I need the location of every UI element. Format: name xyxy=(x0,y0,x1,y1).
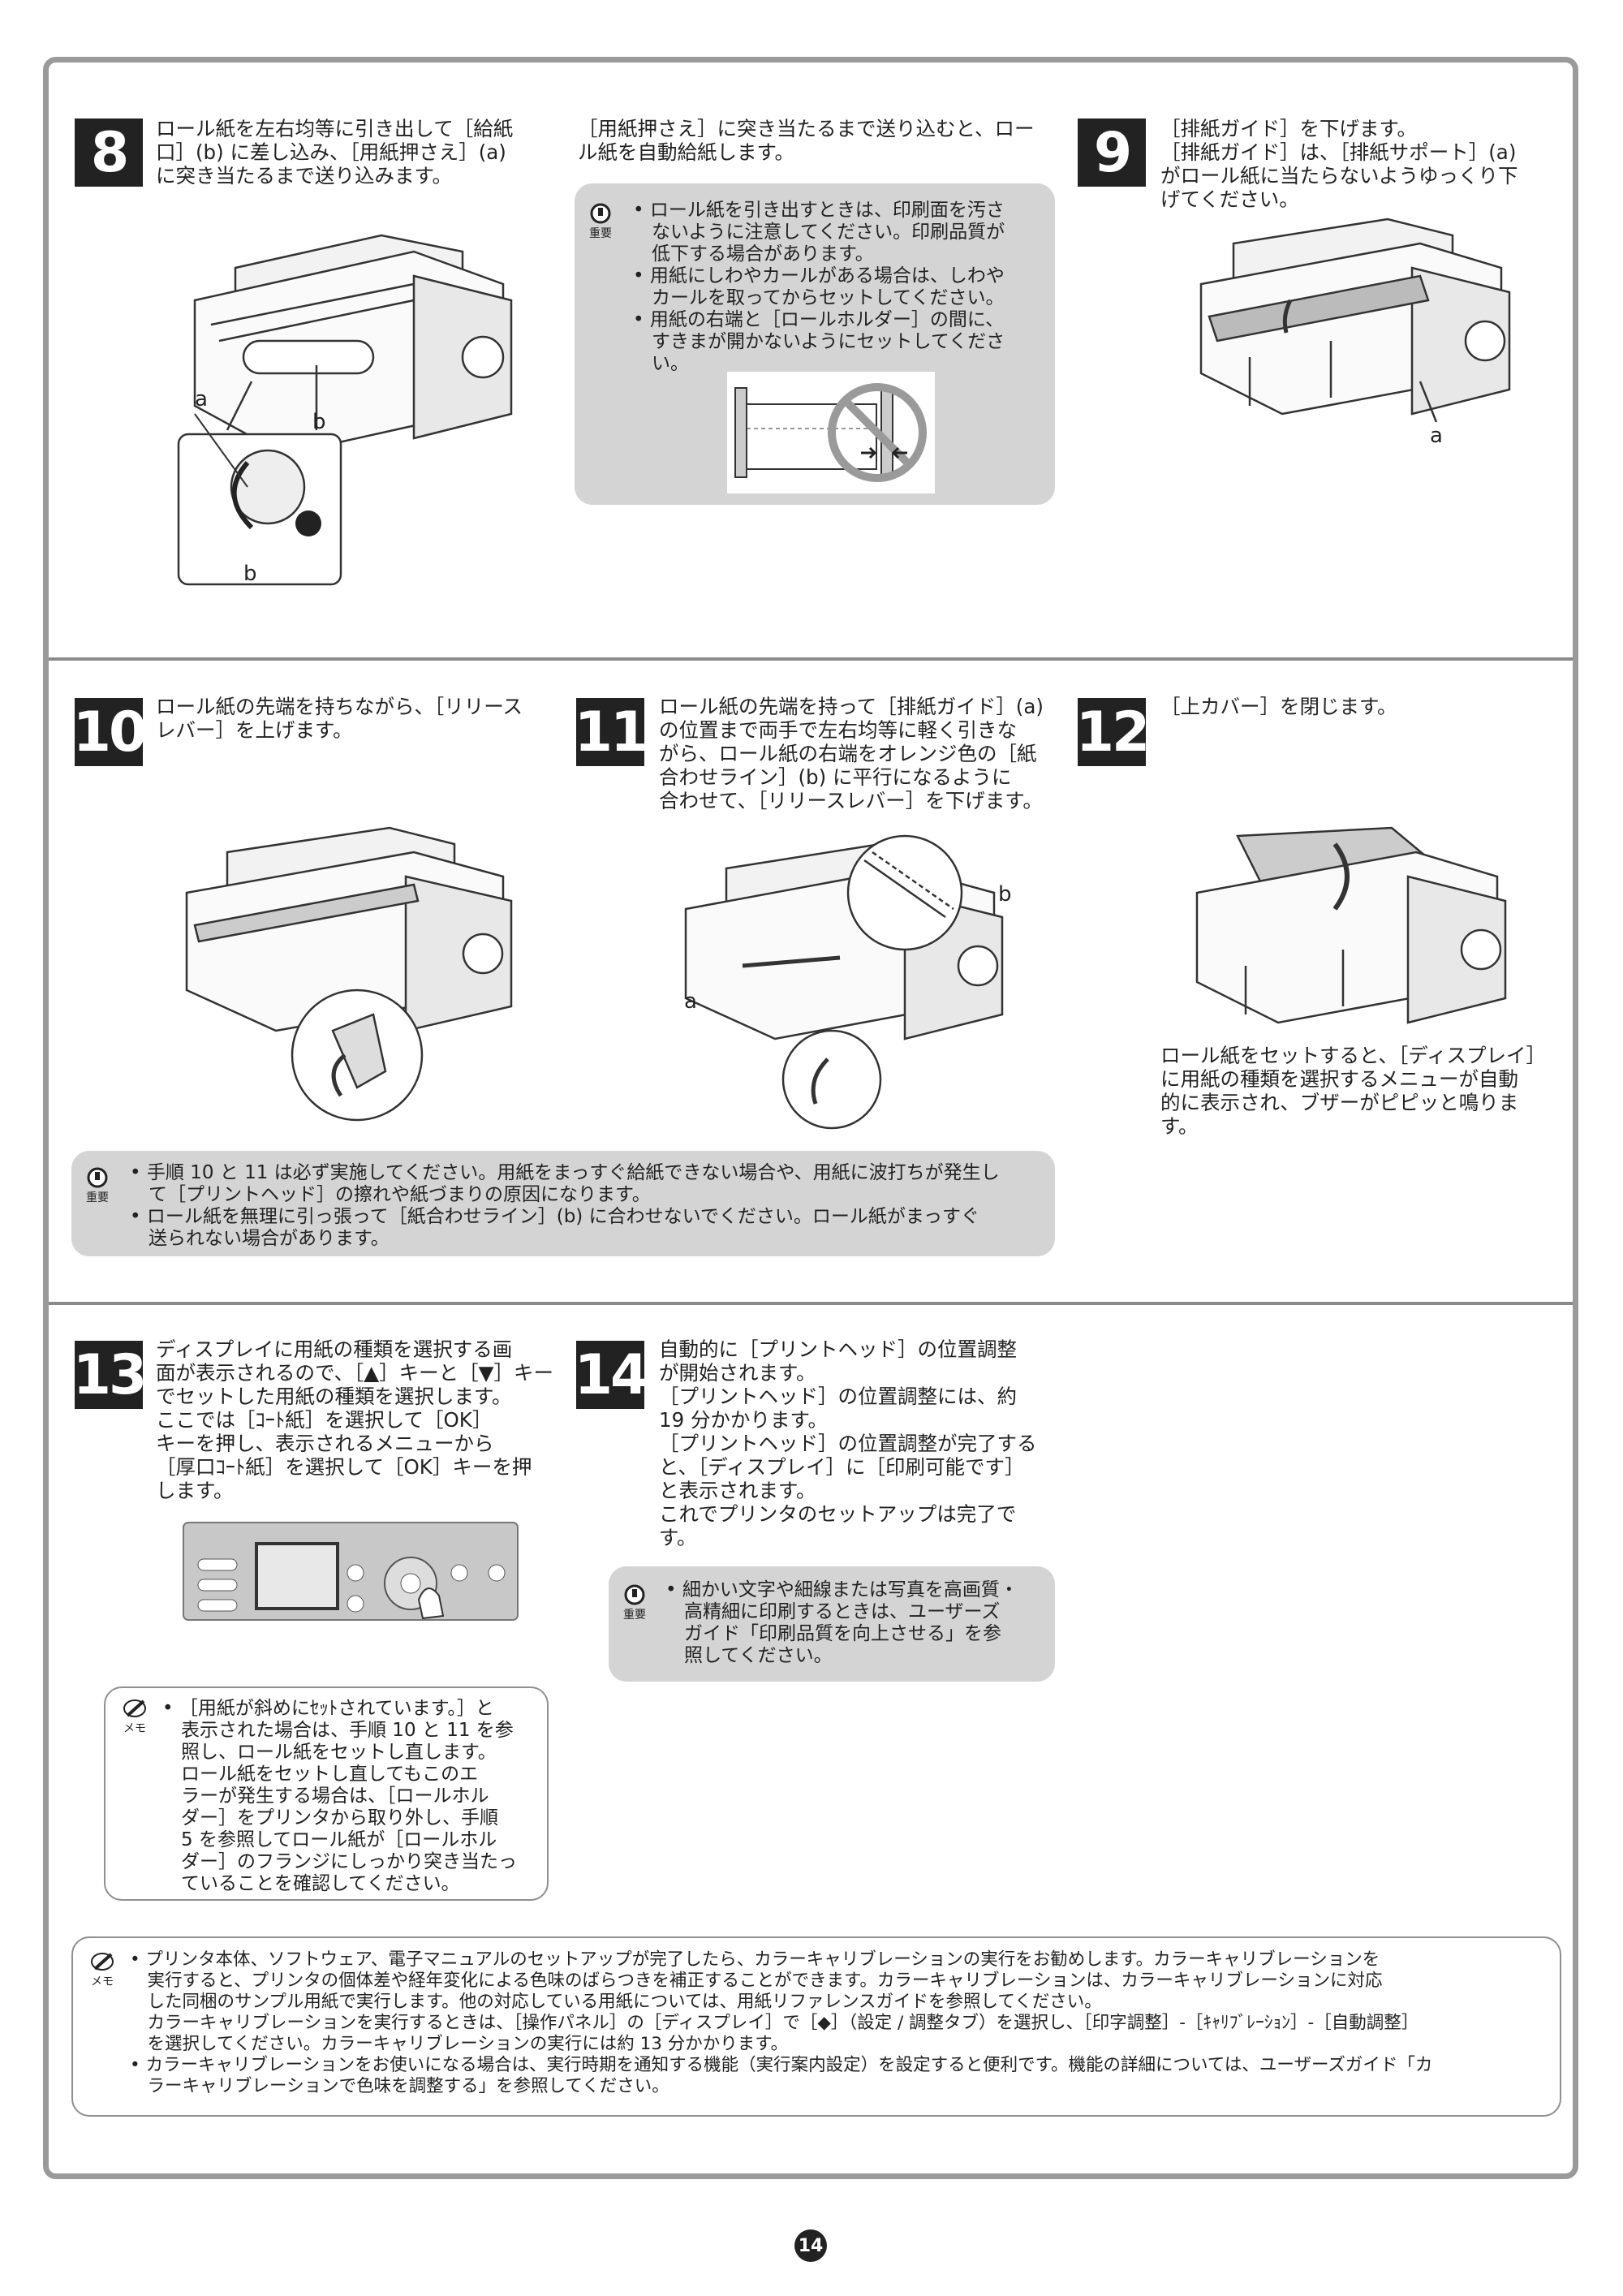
label-a: a xyxy=(195,387,208,411)
printer-close-cover-illustration xyxy=(1195,826,1507,1024)
step-number-8: 8 xyxy=(75,118,143,187)
important-note-text: • ロール紙を引き出すときは、印刷面を汚さ ないように注意してください。印刷品質… xyxy=(633,200,1005,374)
label-b: b xyxy=(312,410,326,434)
important-label: 重要 xyxy=(589,227,612,240)
memo-icon: メモ xyxy=(117,1698,153,1735)
step-11-text: ロール紙の先端を持って［排紙ガイド］(a) の位置まで両手で左右均等に軽く引きな… xyxy=(659,695,1044,812)
step-12-after-text: ロール紙をセットすると、［ディスプレイ］ に用紙の種類を選択するメニューが自動 … xyxy=(1160,1044,1547,1138)
memo-icon: メモ xyxy=(84,1951,120,1988)
important-icon: 重要 xyxy=(583,203,618,240)
label-a: a xyxy=(684,989,697,1014)
important-note-box: 重要 • 細かい文字や細線または写真を高画質・ 高精細に印刷するときは、ユーザー… xyxy=(609,1566,1055,1682)
step-13-text: ディスプレイに用紙の種類を選択する画 面が表示されるので、［▲］キーと［▼］キー… xyxy=(156,1338,553,1502)
memo-label: メモ xyxy=(91,1975,114,1988)
important-icon: 重要 xyxy=(617,1584,652,1622)
memo-note-text: • プリンタ本体、ソフトウェア、電子マニュアルのセットアップが完了したら、カラー… xyxy=(130,1949,1433,2096)
printer-raise-lever-illustration xyxy=(185,826,513,1122)
step-12-text: ［上カバー］を閉じます。 xyxy=(1160,695,1397,718)
step-number-9: 9 xyxy=(1078,118,1146,187)
label-a: a xyxy=(1430,424,1443,448)
memo-note-text: • ［用紙が斜めにｾｯﾄされています。］と 表示された場合は、手順 10 と 1… xyxy=(162,1698,517,1894)
printer-load-roll-illustration: a b b xyxy=(177,234,513,586)
step-14-text: 自動的に［プリントヘッド］の位置調整 が開始されます。 ［プリントヘッド］の位置… xyxy=(659,1338,1037,1549)
important-note-box: 重要 • 手順 10 と 11 は必ず実施してください。用紙をまっすぐ給紙できな… xyxy=(71,1151,1055,1256)
important-icon: 重要 xyxy=(80,1167,115,1204)
important-note-text: • 細かい文字や細線または写真を高画質・ 高精細に印刷するときは、ユーザーズ ガ… xyxy=(665,1579,1018,1666)
printer-lower-guide-illustration: a xyxy=(1199,218,1511,448)
step-number-12: 12 xyxy=(1076,698,1150,766)
memo-label: メモ xyxy=(123,1722,146,1735)
step-10-text: ロール紙の先端を持ちながら、［リリース レバー］を上げます。 xyxy=(156,695,523,742)
section-divider xyxy=(49,657,1573,661)
section-divider xyxy=(49,1302,1573,1305)
page-number: 14 xyxy=(794,2229,827,2262)
important-note-box: 重要 • ロール紙を引き出すときは、印刷面を汚さ ないように注意してください。印… xyxy=(575,183,1055,505)
printer-align-paper-illustration: b a xyxy=(684,834,1012,1130)
label-b: b xyxy=(998,882,1012,907)
step-8-continuation: ［用紙押さえ］に突き当たるまで送り込むと、ロー ル紙を自動給紙します。 xyxy=(578,117,1035,164)
important-label: 重要 xyxy=(623,1609,646,1622)
step-number-13: 13 xyxy=(73,1341,147,1409)
roll-holder-gap-diagram xyxy=(727,372,935,493)
label-b-detail: b xyxy=(243,562,257,586)
step-8-text: ロール紙を左右均等に引き出して［給紙 口］(b) に差し込み、［用紙押さえ］(a… xyxy=(156,117,514,187)
memo-note-box: メモ • ［用紙が斜めにｾｯﾄされています。］と 表示された場合は、手順 10 … xyxy=(104,1686,549,1901)
step-number-10: 10 xyxy=(73,698,147,766)
step-number-14: 14 xyxy=(575,1341,648,1409)
memo-note-box: メモ • プリンタ本体、ソフトウェア、電子マニュアルのセットアップが完了したら、… xyxy=(71,1936,1561,2117)
operation-panel-illustration xyxy=(183,1522,519,1621)
step-number-11: 11 xyxy=(575,698,648,766)
step-9-text: ［排紙ガイド］を下げます。 ［排紙ガイド］は、［排紙サポート］(a) がロール紙… xyxy=(1160,117,1518,211)
important-note-text: • 手順 10 と 11 は必ず実施してください。用紙をまっすぐ給紙できない場合… xyxy=(130,1162,1000,1249)
page-frame xyxy=(43,57,1578,2179)
important-label: 重要 xyxy=(86,1191,109,1204)
